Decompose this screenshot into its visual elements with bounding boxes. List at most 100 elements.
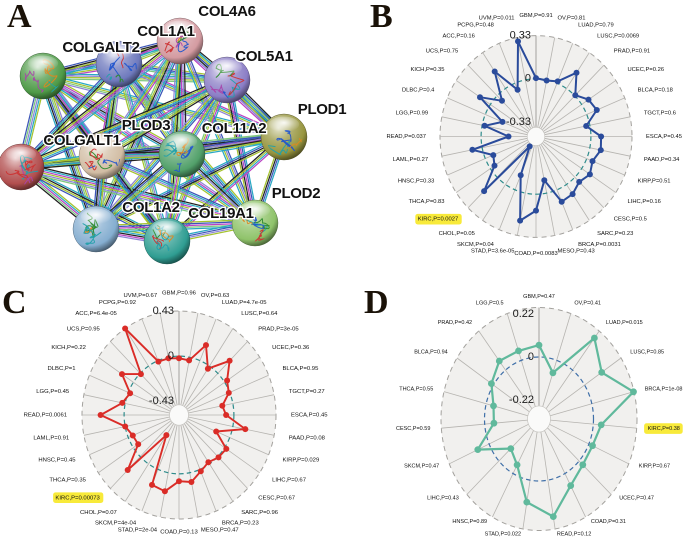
radar-spoke [540,143,590,221]
radar-category-label: LAML,P=0.91 [33,435,69,441]
radar-category-label: PCPG,P=0.48 [457,22,494,28]
network-edge [94,135,285,229]
radar-spoke [482,143,532,221]
network-node-label: COL1A1 [137,23,194,40]
ribbon-stroke [5,169,29,179]
radar-category-label: KIRP,P=0.67 [639,463,670,469]
radar-spoke [547,427,612,495]
network-edge [20,165,256,223]
node-protein-ribbon [83,148,121,175]
network-edge [91,38,177,228]
radar-spoke [541,142,605,209]
radar-category-label: THCA,P=0.35 [49,478,86,484]
network-edge [20,80,228,169]
network-edge [103,82,230,160]
radar-spoke [542,313,572,407]
panel-d-radar: 0.220-0.22GBM,P=0.47OV,P=0.41LUAD,P=0.01… [396,294,683,537]
network-node-label: COLGALT2 [62,39,139,56]
radar-category-label: READ,P=0.0061 [24,413,67,419]
radar-spoke [543,141,617,193]
radar-point [186,357,193,364]
radar-category-label: LGG,P=0.5 [476,301,504,307]
radar-spoke [187,418,269,456]
ribbon-stroke [172,32,185,42]
ribbon-stroke [43,66,58,88]
radar-point [119,399,126,406]
ribbon-stroke [24,159,36,172]
radar-category-label: STAD,P=0.022 [485,531,521,537]
radar-point [176,478,182,485]
network-edge [99,76,226,154]
radar-category-label: GBM,P=0.91 [519,13,552,19]
radar-category-label: MESO,P=0.43 [558,249,595,255]
radar-category-label: OV,P=0.63 [201,293,230,299]
ribbon-stroke [90,148,103,160]
radar-point [119,371,125,378]
kirc-highlight [415,213,462,225]
radar-category-label: SARC,P=0.23 [597,231,633,237]
radar-point [149,481,155,488]
radar-category-label: LGG,P=0.99 [396,110,428,116]
radar-point [242,426,249,433]
node-highlight [166,133,198,150]
network-edge [41,77,285,141]
radar-category-label: KIRP,P=0.029 [283,457,320,463]
kirc-highlight [644,423,683,434]
radar-category-label: BLCA,P=0.18 [638,88,673,94]
network-edge [102,153,257,222]
radar-point [97,412,104,418]
radar-point [517,217,524,224]
radar-spoke [141,424,176,512]
network-edge [229,78,259,223]
radar-point [583,123,590,129]
radar-point [135,441,142,448]
radar-point [204,365,211,372]
ribbon-stroke [278,141,291,156]
radar-spoke [188,416,275,436]
radar-category-label: LUSC,P=0.64 [241,311,278,317]
radar-category-label: UCS,P=0.75 [426,49,458,55]
radar-spoke [180,424,199,518]
radar-point [543,77,550,84]
radar-spoke [466,427,531,495]
radar-category-label: PAAD,P=0.08 [289,435,326,441]
network-edge [39,76,95,231]
radar-point [598,133,605,140]
network-edge [96,138,286,232]
radar-category-label: TGCT,P=0.27 [289,389,325,395]
radar-point [224,377,231,384]
radar-category-label: COAD,P=0.0083 [514,251,557,257]
radar-zero-ring [483,356,595,482]
radar-point [129,432,136,439]
radar-point [533,207,539,214]
network-edge [102,80,229,159]
network-node-label: COL1A2 [122,199,179,216]
radar-point [481,122,488,129]
network-edge [18,61,118,166]
ribbon-stroke [32,76,44,93]
node-highlight [211,59,243,76]
radar-category-label: OV,P=0.41 [574,301,601,307]
ribbon-stroke [156,241,170,251]
radar-point [161,488,168,495]
radar-category-label: SARC,P=0.96 [241,510,279,516]
radar-point [219,402,226,409]
radar-category-label: BLCA,P=0.94 [414,349,447,355]
radar-point [122,325,129,332]
radar-point [127,390,134,397]
radar-category-label: STAD,P=3.6e-05 [471,249,515,255]
radar-category-label: PRAD,P=0.42 [438,320,472,326]
radar-category-label: LUSC,P=0.85 [630,349,664,355]
radar-category-label: GBM,P=0.47 [523,294,555,300]
radar-category-label: UCEC,P=0.26 [628,67,665,73]
ribbon-stroke [82,223,96,236]
network-node-label: COLGALT1 [43,132,120,149]
radar-spoke [539,43,574,129]
radar-category-label: SKCM,P=4e-04 [95,521,137,527]
radar-spoke [443,391,529,417]
radar-category-label: GBM,P=0.96 [162,291,197,297]
radar-series-line [476,336,635,518]
radar-point [481,188,488,195]
network-node-label: COL5A1 [235,48,292,65]
